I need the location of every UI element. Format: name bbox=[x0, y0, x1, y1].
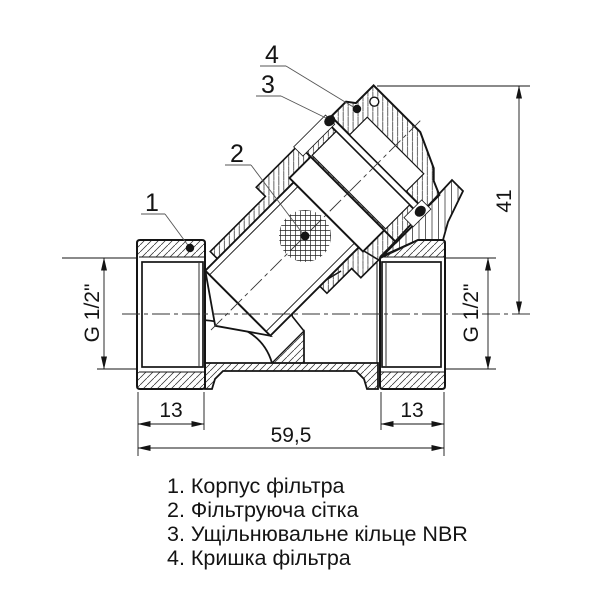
dim-overall-length: 59,5 bbox=[271, 424, 312, 447]
callout-1: 1 bbox=[145, 189, 159, 217]
branch-assembly bbox=[203, 83, 441, 338]
left-bore bbox=[141, 261, 204, 368]
legend-item-4: 4. Кришка фільтра bbox=[167, 546, 351, 570]
cap-hole bbox=[369, 96, 380, 107]
callout-2: 2 bbox=[230, 140, 244, 168]
body-bottom-wall bbox=[204, 362, 379, 390]
legend-item-2: 2. Фільтруюча сітка bbox=[167, 498, 358, 522]
legend-item-3: 3. Ущільнювальне кільце NBR bbox=[167, 522, 468, 546]
callout-leaders bbox=[141, 65, 356, 249]
oring-left bbox=[324, 115, 336, 127]
callout-3: 3 bbox=[261, 71, 275, 99]
oring-right bbox=[414, 205, 426, 217]
dimensions bbox=[62, 85, 530, 456]
right-bore bbox=[381, 261, 442, 368]
callout-4-dot bbox=[352, 104, 362, 114]
dim-right-hex: 13 bbox=[400, 399, 423, 422]
callout-1-dot bbox=[185, 243, 195, 253]
dim-left-hex: 13 bbox=[159, 399, 182, 422]
legend-item-1: 1. Корпус фільтра bbox=[167, 474, 345, 498]
callout-2-dot bbox=[300, 231, 310, 241]
dim-right-thread: G 1/2" bbox=[460, 284, 483, 343]
right-fitting bbox=[379, 239, 446, 390]
callout-4: 4 bbox=[265, 41, 279, 69]
dim-branch-height: 41 bbox=[493, 189, 516, 212]
dim-left-thread: G 1/2" bbox=[81, 284, 104, 343]
legend: 1. Корпус фільтра 2. Фільтруюча сітка 3.… bbox=[167, 474, 468, 570]
left-fitting bbox=[136, 239, 206, 390]
